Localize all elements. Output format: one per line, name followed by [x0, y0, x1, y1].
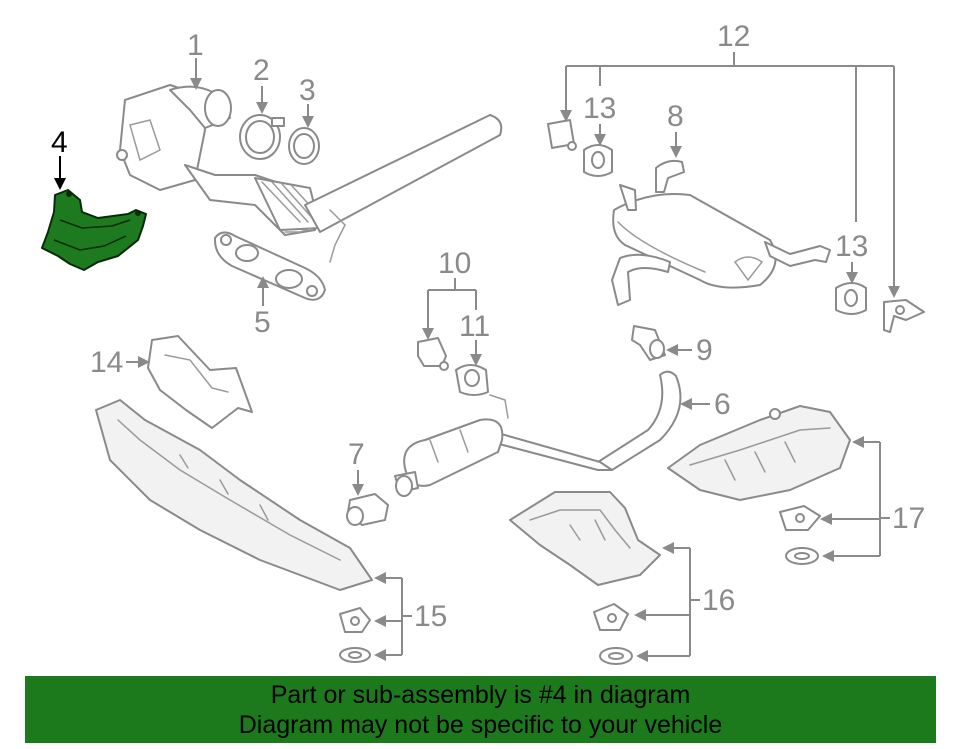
part-13-rubber-left[interactable]	[583, 144, 613, 177]
callout-16: 16	[702, 584, 735, 617]
part-11-rubber-mount[interactable]	[455, 364, 489, 396]
part-16-washer[interactable]	[599, 647, 633, 665]
part-17-heat-shield[interactable]	[667, 405, 851, 501]
callout-8: 8	[667, 100, 684, 133]
part-15-nut[interactable]	[339, 607, 371, 633]
part-16-nut[interactable]	[593, 603, 629, 631]
callout-13-left: 13	[583, 92, 616, 125]
callout-7: 7	[348, 438, 365, 471]
banner-line-2: Diagram may not be specific to your vehi…	[238, 711, 723, 739]
part-14-heat-shield[interactable]	[147, 335, 253, 429]
callout-5: 5	[254, 306, 271, 339]
part-6-pipe[interactable]	[479, 370, 682, 471]
callout-4: 4	[51, 126, 68, 159]
callout-11: 11	[459, 310, 490, 343]
part-15-heat-shield[interactable]	[95, 399, 373, 591]
part-13-rubber-right[interactable]	[835, 282, 867, 315]
part-7-clamp[interactable]	[346, 493, 389, 526]
part-3-gasket[interactable]	[288, 127, 320, 165]
part-2-clamp[interactable]	[239, 114, 285, 160]
callout-6: 6	[714, 388, 731, 421]
part-9-clamp[interactable]	[631, 325, 666, 361]
part-12-hanger-left[interactable]	[547, 119, 577, 151]
callout-1: 1	[187, 29, 204, 62]
banner-line-1: Part or sub-assembly is #4 in diagram	[270, 681, 691, 709]
callout-10: 10	[438, 247, 471, 280]
callout-12: 12	[717, 20, 750, 53]
part-5-flange-gasket[interactable]	[213, 231, 326, 301]
part-16-heat-shield[interactable]	[509, 491, 661, 586]
part-4-bracket-highlighted[interactable]	[41, 189, 147, 271]
part-7-center-muffler[interactable]	[394, 418, 504, 497]
leader-lines	[54, 52, 900, 662]
callout-14: 14	[90, 346, 123, 379]
part-17-washer[interactable]	[785, 547, 819, 565]
part-8-rear-muffler[interactable]	[611, 159, 831, 306]
callout-3: 3	[299, 74, 316, 107]
callout-2: 2	[253, 54, 270, 87]
callout-labels: 1 2 3 4 5 6 7 8 9 10 11 12 13 13 14 15 1…	[51, 20, 925, 633]
part-17-nut[interactable]	[779, 505, 821, 531]
part-1-catalytic-converter[interactable]	[116, 84, 503, 263]
part-info-banner: Part or sub-assembly is #4 in diagram Di…	[25, 676, 936, 743]
part-12-hanger-right[interactable]	[883, 299, 925, 333]
callout-9: 9	[696, 334, 713, 367]
part-15-washer[interactable]	[339, 647, 371, 663]
callout-13-right: 13	[835, 230, 868, 263]
callout-15: 15	[414, 600, 447, 633]
part-10-hanger-bracket[interactable]	[417, 337, 449, 371]
callout-17: 17	[892, 502, 925, 535]
